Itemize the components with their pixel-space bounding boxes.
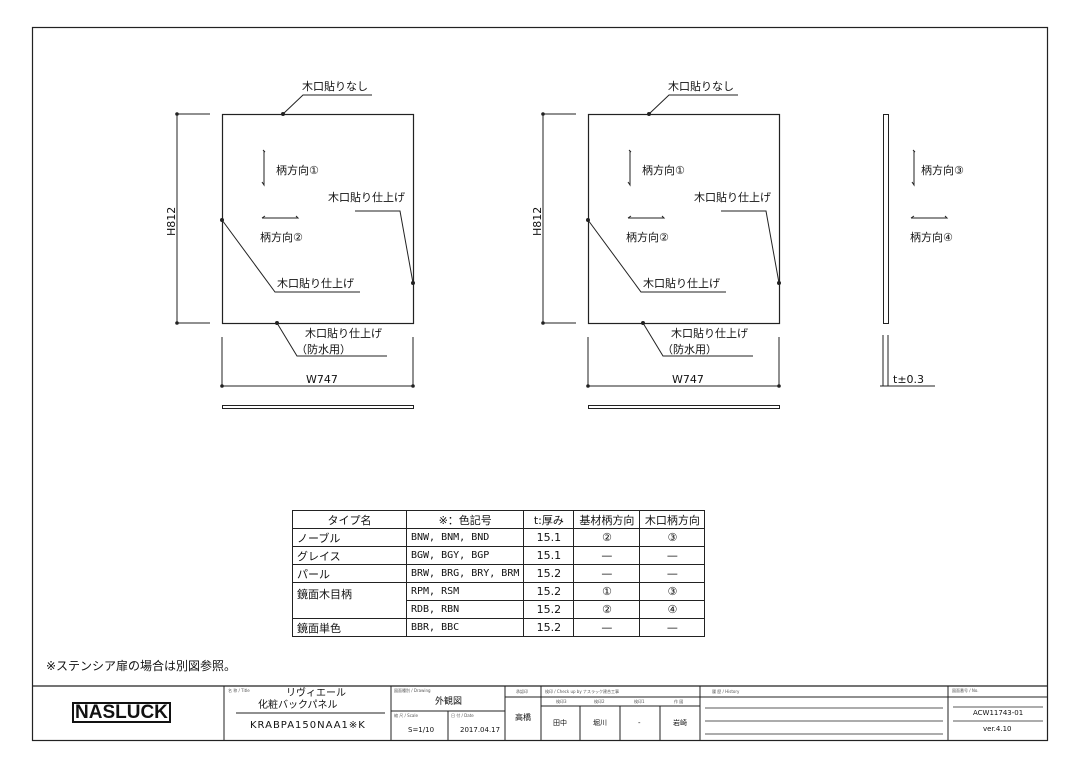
history-label: 履 歴 / History bbox=[712, 689, 740, 694]
scale-value: S=1/10 bbox=[408, 726, 435, 734]
cell-base-grain: — bbox=[573, 564, 641, 583]
header-edge-grain: 木口柄方向 bbox=[639, 510, 706, 529]
label-grain-3: 柄方向③ bbox=[921, 164, 964, 177]
title-label: 名 称 / Title bbox=[228, 688, 250, 693]
label-grain-1: 柄方向① bbox=[642, 164, 685, 177]
panel-front-2 bbox=[541, 94, 781, 409]
cell-thickness: 15.1 bbox=[523, 528, 575, 547]
checker: - bbox=[638, 719, 641, 727]
cell-code: RDB, RBN bbox=[405, 600, 525, 619]
cell-base-grain: — bbox=[573, 618, 641, 637]
cell-type: 鏡面木目柄 bbox=[292, 582, 407, 619]
header-thickness: t:厚み bbox=[523, 510, 575, 529]
drawing-number: ACW11743-01 bbox=[973, 709, 1024, 717]
scale-label: 縮 尺 / Scale bbox=[394, 713, 418, 718]
label-waterproof: （防水用） bbox=[662, 343, 717, 356]
title-block-lines bbox=[32, 685, 1047, 740]
drawing-type: 外観図 bbox=[435, 697, 463, 707]
cell-type: ノーブル bbox=[292, 528, 407, 547]
cell-base-grain: — bbox=[573, 546, 641, 565]
label-grain-4: 柄方向④ bbox=[910, 231, 953, 244]
cell-thickness: 15.2 bbox=[523, 600, 575, 619]
cell-thickness: 15.2 bbox=[523, 618, 575, 637]
header-color-code: ※：色記号 bbox=[405, 510, 525, 529]
label-grain-1: 柄方向① bbox=[276, 164, 319, 177]
panel-side bbox=[880, 114, 949, 387]
cell-code: BNW, BNM, BND bbox=[405, 528, 525, 547]
product-subtitle: 化粧バックパネル bbox=[258, 700, 338, 711]
cell-edge-grain: ③ bbox=[639, 528, 706, 547]
note-text: ※ステンシア扉の場合は別図参照。 bbox=[46, 659, 237, 673]
cell-code: RPM, RSM bbox=[405, 582, 525, 601]
check-col-label: 作 図 bbox=[674, 699, 684, 704]
cell-base-grain: ② bbox=[573, 528, 641, 547]
version: ver.4.10 bbox=[983, 725, 1012, 733]
label-waterproof: （防水用） bbox=[296, 343, 351, 356]
number-label: 図面番号 / No. bbox=[952, 688, 979, 693]
cell-thickness: 15.2 bbox=[523, 582, 575, 601]
approve-label: 承認印 bbox=[516, 689, 528, 694]
label-edge-finish-left: 木口貼り仕上げ bbox=[277, 277, 354, 290]
check-col-label: 検印3 bbox=[556, 699, 567, 704]
check-label: 検印 / Check up by ナスラック建合工事 bbox=[545, 689, 619, 694]
cell-base-grain: ① bbox=[573, 582, 641, 601]
checker: 田中 bbox=[553, 719, 567, 727]
dim-thickness: t±0.3 bbox=[893, 373, 925, 386]
check-col-label: 検印1 bbox=[634, 699, 645, 704]
header-type: タイプ名 bbox=[292, 510, 407, 529]
check-col-label: 検印2 bbox=[594, 699, 605, 704]
dim-height: H812 bbox=[531, 206, 544, 236]
model-number: KRABPA150NAA1※K bbox=[250, 720, 366, 731]
label-edge-finish-left: 木口貼り仕上げ bbox=[643, 277, 720, 290]
drafter: 岩崎 bbox=[673, 719, 687, 727]
date-label: 日 付 / Date bbox=[451, 713, 474, 718]
label-grain-2: 柄方向② bbox=[626, 231, 669, 244]
table-header-row: タイプ名 ※：色記号 t:厚み 基材柄方向 木口柄方向 bbox=[292, 510, 706, 529]
label-edge-finish-right: 木口貼り仕上げ bbox=[694, 191, 771, 204]
drawing-label: 図面種別 / Drawing bbox=[394, 688, 431, 693]
cell-edge-grain: ③ bbox=[639, 582, 706, 601]
checker: 堀川 bbox=[593, 719, 607, 727]
label-edge-finish-bottom: 木口貼り仕上げ bbox=[305, 327, 382, 340]
nasluck-logo: NASLUCK bbox=[72, 702, 171, 724]
dim-height: H812 bbox=[165, 206, 178, 236]
approver: 高橋 bbox=[515, 713, 531, 722]
cell-type: パール bbox=[292, 564, 407, 583]
cell-base-grain: ② bbox=[573, 600, 641, 619]
cell-type: グレイス bbox=[292, 546, 407, 565]
cell-edge-grain: — bbox=[639, 618, 706, 637]
label-edge-finish-bottom: 木口貼り仕上げ bbox=[671, 327, 748, 340]
dim-width: W747 bbox=[672, 373, 704, 386]
label-edge-finish-right: 木口貼り仕上げ bbox=[328, 191, 405, 204]
cell-thickness: 15.2 bbox=[523, 564, 575, 583]
cell-edge-grain: — bbox=[639, 564, 706, 583]
label-no-edge-banding: 木口貼りなし bbox=[668, 80, 734, 93]
cell-edge-grain: ④ bbox=[639, 600, 706, 619]
product-title: リヴィエール bbox=[286, 688, 346, 699]
cell-code: BGW, BGY, BGP bbox=[405, 546, 525, 565]
cell-type: 鏡面単色 bbox=[292, 618, 407, 637]
cell-thickness: 15.1 bbox=[523, 546, 575, 565]
cell-code: BRW, BRG, BRY, BRM bbox=[405, 564, 525, 583]
date-value: 2017.04.17 bbox=[460, 726, 501, 734]
panel-front-1 bbox=[175, 94, 415, 409]
cell-edge-grain: — bbox=[639, 546, 706, 565]
dim-width: W747 bbox=[306, 373, 338, 386]
label-grain-2: 柄方向② bbox=[260, 231, 303, 244]
cell-code: BBR, BBC bbox=[405, 618, 525, 637]
label-no-edge-banding: 木口貼りなし bbox=[302, 80, 368, 93]
header-base-grain: 基材柄方向 bbox=[573, 510, 641, 529]
